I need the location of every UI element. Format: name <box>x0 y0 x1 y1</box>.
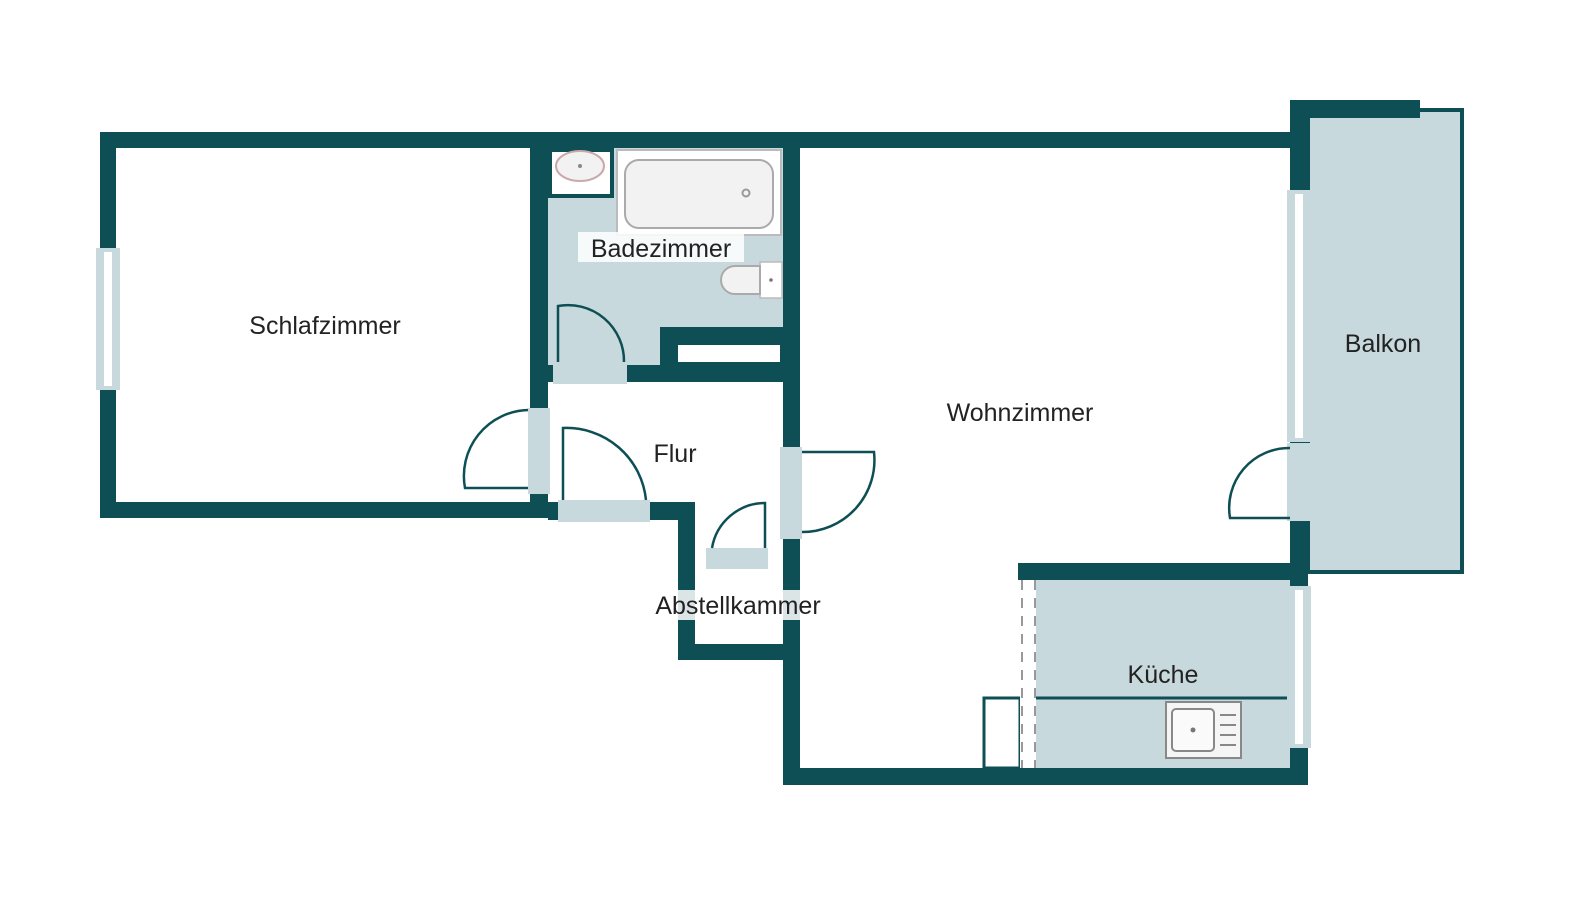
door[interactable] <box>1227 443 1311 521</box>
toilet-icon <box>720 261 783 299</box>
shaft <box>678 345 780 362</box>
room-label-wohnzimmer: Wohnzimmer <box>947 399 1094 427</box>
window <box>1287 190 1311 442</box>
room-label-balkon: Balkon <box>1345 330 1421 358</box>
washbasin-icon <box>548 148 614 198</box>
door[interactable] <box>558 426 650 522</box>
kitchen-niche <box>982 696 1022 770</box>
kitchen-floor <box>1036 580 1290 768</box>
balcony-floor <box>1308 110 1462 572</box>
sink-icon <box>1165 701 1242 759</box>
door[interactable] <box>780 447 876 539</box>
window <box>1287 586 1311 748</box>
kitchen-passage <box>1020 580 1036 768</box>
room-label-flur: Flur <box>653 440 696 468</box>
door[interactable] <box>462 408 550 494</box>
door[interactable] <box>706 501 768 569</box>
room-label-abstellkammer: Abstellkammer <box>655 592 820 620</box>
window <box>96 248 120 390</box>
door[interactable] <box>553 303 627 384</box>
room-label-badezimmer: Badezimmer <box>591 235 731 263</box>
room-label-schlafzimmer: Schlafzimmer <box>249 312 400 340</box>
room-label-kueche: Küche <box>1128 661 1199 689</box>
bathtub-icon <box>616 149 782 236</box>
